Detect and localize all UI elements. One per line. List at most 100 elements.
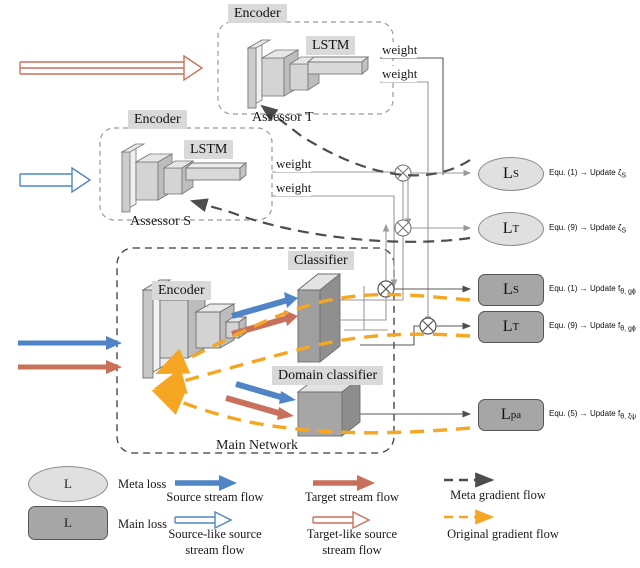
weight-wire-t-bottom xyxy=(380,81,432,325)
assessor-s-encoder-graphic xyxy=(120,143,195,213)
legend-source-like-text: Source-like source xyxy=(168,527,262,541)
loss-sublabel: T xyxy=(512,321,520,333)
stream-arrow-enc-to-domain-target xyxy=(225,395,294,420)
assessor-s-box-label: Assessor S xyxy=(130,214,192,229)
stream-arrow-enc-to-domain-source xyxy=(235,381,296,404)
weight-wire-t-top xyxy=(380,57,444,175)
input-arrow-assessor-s xyxy=(19,166,92,194)
equation-ref: Equ. (1) xyxy=(549,168,578,177)
loss-label: L xyxy=(500,406,511,423)
weight-wire-s-bottom xyxy=(272,195,398,288)
assessor-t-lstm-label: LSTM xyxy=(306,36,356,55)
stream-arrow-enc-to-classifier-source xyxy=(231,292,298,319)
legend-meta-loss-swatch: L xyxy=(28,466,108,502)
equation-main-ls: Equ. (1) → Update fθ, gϕ xyxy=(549,284,636,296)
equation-update-sub: S xyxy=(621,227,627,235)
equation-ref: Equ. (1) xyxy=(549,284,578,293)
equation-update: Update f xyxy=(589,284,621,293)
loss-label: L xyxy=(503,165,513,182)
legend-target-like-text2: stream flow xyxy=(322,543,382,557)
classifier-graphic xyxy=(296,273,342,363)
domain-classifier-label: Domain classifier xyxy=(272,366,384,385)
classifier-label: Classifier xyxy=(288,251,354,270)
multiply-node-main-lt xyxy=(360,317,472,346)
equation-update-sub: θ, gϕ xyxy=(620,325,636,333)
original-gradient-flow-lt xyxy=(153,332,471,395)
weight-label-t-top: weight xyxy=(382,42,418,58)
original-gradient-flow-lpa xyxy=(151,389,471,435)
meta-gradient-flow-t xyxy=(260,104,471,177)
multiply-node-meta-lt xyxy=(394,219,472,237)
equation-update-sub: S xyxy=(621,172,627,180)
assessor-t-encoder-label: Encoder xyxy=(228,4,287,23)
weight-label-s-bottom: weight xyxy=(276,180,312,196)
equation-update-sub: θ, ξψ xyxy=(620,413,637,421)
domain-classifier-graphic xyxy=(296,377,362,437)
input-arrow-assessor-t xyxy=(19,54,204,82)
legend-arrow-source-like xyxy=(174,510,233,530)
loss-label: L xyxy=(503,281,513,298)
legend-arrow-source-stream xyxy=(175,475,237,491)
loss-sublabel: T xyxy=(512,223,520,235)
equation-meta-lt: Equ. (9) → Update ζS xyxy=(549,223,626,235)
assessor-s-lstm-label: LSTM xyxy=(184,140,234,159)
loss-sublabel: S xyxy=(512,284,519,296)
assessor-s-encoder-label: Encoder xyxy=(128,110,187,129)
equation-update: Update ζ xyxy=(589,168,622,177)
legend-source-like-text2: stream flow xyxy=(185,543,245,557)
loss-sublabel: pa xyxy=(510,409,522,421)
main-network-box-label: Main Network xyxy=(216,438,299,453)
equation-ref: Equ. (9) xyxy=(549,223,578,232)
equation-arrow-icon: → xyxy=(579,284,588,293)
equation-main-lt: Equ. (9) → Update fθ, gϕ xyxy=(549,321,636,333)
multiply-node-meta-ls xyxy=(394,164,472,182)
legend-arrow-target-like xyxy=(312,510,371,530)
equation-meta-ls: Equ. (1) → Update ζS xyxy=(549,168,626,180)
legend-source-stream-text: Source stream flow xyxy=(166,490,264,504)
legend-meta-loss-text: Meta loss xyxy=(118,477,167,491)
legend-swatch-label: L xyxy=(64,476,72,491)
feature-wire-classifier-a xyxy=(340,173,407,301)
feature-wire-to-main-ls xyxy=(344,286,388,331)
equation-arrow-icon: → xyxy=(579,409,588,418)
equation-arrow-icon: → xyxy=(579,223,588,232)
legend-main-loss-text: Main loss xyxy=(118,517,167,531)
legend-original-gradient-text: Original gradient flow xyxy=(447,527,559,541)
weight-label-s-top: weight xyxy=(276,156,312,172)
original-gradient-flow-ls xyxy=(155,292,471,375)
assessor-t-box-label: Assessor T xyxy=(252,110,314,125)
equation-update: Update f xyxy=(589,409,621,418)
equation-update-sub: θ, gϕ xyxy=(620,288,636,296)
input-arrow-main-source xyxy=(18,336,122,350)
legend-target-like-text: Target-like source xyxy=(306,527,398,541)
assessor-t-encoder-graphic xyxy=(246,39,321,109)
loss-sublabel: S xyxy=(512,168,519,180)
legend-arrow-target-stream xyxy=(313,475,375,491)
legend-meta-gradient-text: Meta gradient flow xyxy=(450,488,546,502)
equation-ref: Equ. (5) xyxy=(549,409,578,418)
assessor-t-lstm-graphic xyxy=(306,56,370,75)
equation-main-lpa: Equ. (5) → Update fθ, ξψ xyxy=(549,409,636,421)
main-network-container xyxy=(116,247,395,454)
input-arrow-main-target xyxy=(18,360,122,374)
weight-label-t-bottom: weight xyxy=(382,66,418,82)
equation-arrow-icon: → xyxy=(579,168,588,177)
legend-swatch-label: L xyxy=(64,515,72,530)
assessor-s-lstm-graphic xyxy=(184,162,248,181)
main-encoder-label: Encoder xyxy=(152,281,211,300)
equation-ref: Equ. (9) xyxy=(549,321,578,330)
equation-update: Update ζ xyxy=(589,223,622,232)
loss-label: L xyxy=(502,220,513,237)
equation-arrow-icon: → xyxy=(579,321,588,330)
equation-update: Update f xyxy=(589,321,621,330)
loss-label: L xyxy=(502,318,513,335)
legend-main-loss-swatch: L xyxy=(28,506,108,540)
meta-gradient-flow-s xyxy=(189,198,471,243)
